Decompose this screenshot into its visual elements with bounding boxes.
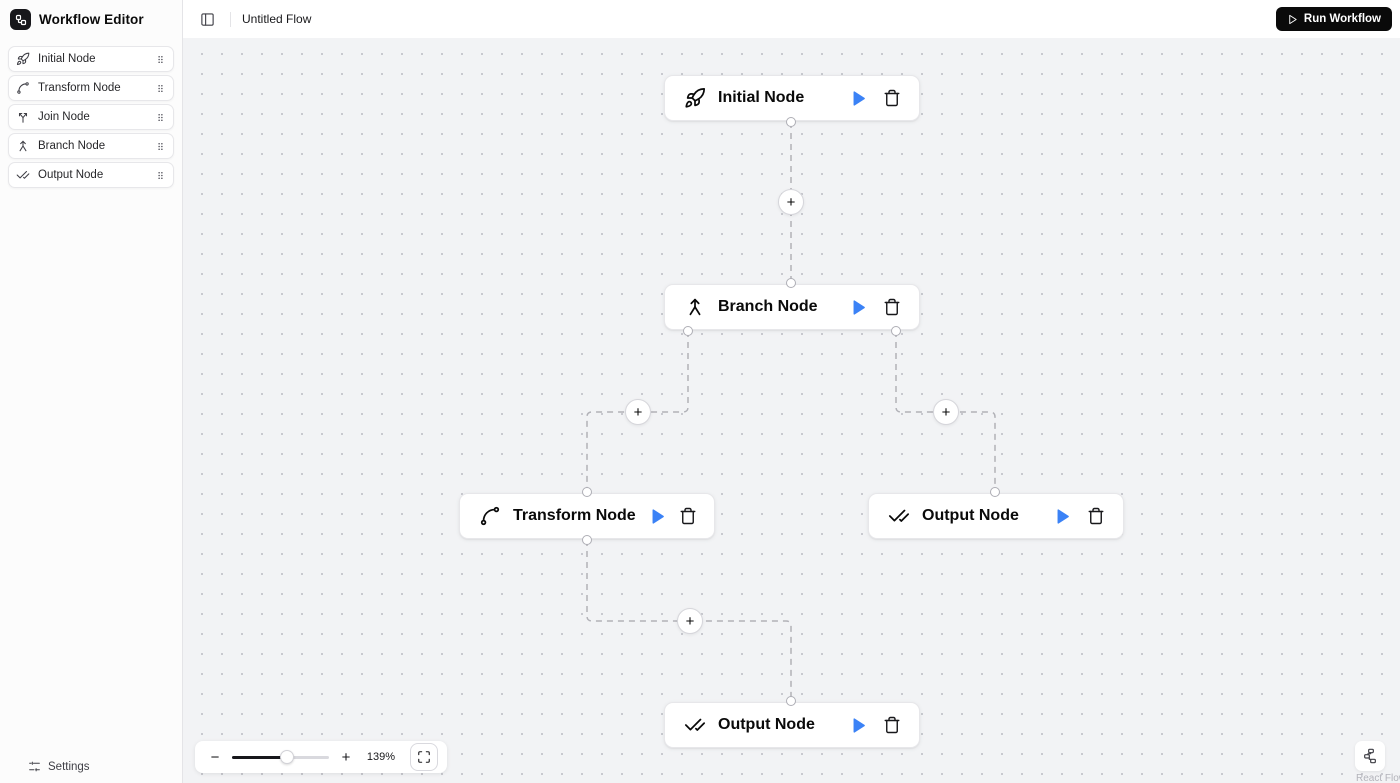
trash-icon	[884, 89, 900, 107]
handle-transform-target[interactable]	[582, 487, 592, 497]
flow-node-transform[interactable]: Transform Node	[459, 493, 715, 539]
add-node-button-edge-branch-output1[interactable]: +	[933, 399, 959, 425]
node-run-button[interactable]	[648, 505, 667, 527]
node-label: Output Node	[718, 716, 815, 733]
node-delete-button[interactable]	[881, 296, 903, 318]
node-label: Initial Node	[718, 89, 805, 106]
run-workflow-button[interactable]: Run Workflow	[1275, 7, 1392, 31]
run-workflow-label: Run Workflow	[1303, 13, 1381, 25]
zoom-slider-fill	[232, 755, 288, 759]
node-delete-button[interactable]	[881, 87, 903, 109]
branch-icon	[16, 139, 30, 153]
trash-icon	[1088, 507, 1104, 525]
play-icon	[853, 299, 865, 315]
zoom-slider[interactable]	[232, 750, 329, 764]
node-run-button[interactable]	[847, 296, 869, 318]
flow-node-output-1[interactable]: Output Node	[868, 493, 1124, 539]
palette-item-join-node[interactable]: Join Node	[8, 104, 174, 130]
merge-icon	[16, 110, 30, 124]
add-node-button-edge-initial-branch[interactable]: +	[778, 189, 804, 215]
zoom-controls: − + 139%	[195, 741, 447, 773]
sidebar: Workflow Editor Initial Node Transform N…	[0, 0, 183, 783]
flow-node-initial[interactable]: Initial Node	[664, 75, 920, 121]
add-node-button-edge-branch-transform[interactable]: +	[625, 399, 651, 425]
play-icon	[853, 717, 865, 733]
trash-icon	[680, 507, 696, 525]
topbar-divider	[230, 11, 231, 27]
palette-item-label: Branch Node	[38, 140, 106, 152]
panel-left-icon	[200, 12, 214, 26]
trash-icon	[884, 298, 900, 316]
node-run-button[interactable]	[1051, 505, 1073, 527]
sliders-icon	[29, 761, 40, 772]
handle-branch-source-right[interactable]	[891, 326, 901, 336]
rocket-icon	[684, 87, 706, 109]
sidebar-header: Workflow Editor	[0, 0, 182, 39]
node-delete-button[interactable]	[1085, 505, 1107, 527]
palette-item-output-node[interactable]: Output Node	[8, 162, 174, 188]
flow-canvas[interactable]: Initial Node Branch Node Tra	[183, 38, 1400, 783]
palette-item-label: Initial Node	[38, 53, 96, 65]
palette-item-label: Output Node	[38, 169, 104, 181]
flow-name[interactable]: Untitled Flow	[242, 12, 312, 26]
node-run-button[interactable]	[847, 714, 869, 736]
grip-vertical-icon[interactable]	[155, 82, 166, 95]
palette-item-label: Transform Node	[38, 82, 121, 94]
flow-edges	[586, 122, 996, 701]
handle-output-1-target[interactable]	[990, 487, 1000, 497]
node-label: Output Node	[922, 507, 1019, 524]
settings-button[interactable]: Settings	[28, 760, 90, 773]
node-run-button[interactable]	[847, 87, 869, 109]
react-flow-logo-card[interactable]	[1355, 741, 1385, 771]
handle-output-2-target[interactable]	[786, 696, 796, 706]
app-logo	[10, 9, 31, 30]
play-icon	[1289, 14, 1297, 24]
sidebar-toggle-button[interactable]	[195, 7, 219, 31]
play-icon	[853, 90, 865, 106]
node-delete-button[interactable]	[881, 714, 903, 736]
play-icon	[1057, 508, 1069, 524]
palette-item-label: Join Node	[38, 111, 90, 123]
spline-icon	[479, 505, 501, 527]
handle-initial-source[interactable]	[786, 117, 796, 127]
zoom-slider-thumb[interactable]	[280, 750, 295, 764]
check-check-icon	[684, 714, 706, 736]
handle-branch-source-left[interactable]	[683, 326, 693, 336]
check-check-icon	[16, 168, 30, 182]
check-check-icon	[888, 505, 910, 527]
app-title: Workflow Editor	[39, 12, 144, 27]
handle-transform-source[interactable]	[582, 535, 592, 545]
zoom-out-button[interactable]: −	[207, 749, 223, 766]
spline-icon	[16, 81, 30, 95]
play-icon	[652, 508, 664, 524]
node-label: Branch Node	[718, 298, 818, 315]
topbar: Untitled Flow Run Workflow	[183, 0, 1400, 38]
palette-item-branch-node[interactable]: Branch Node	[8, 133, 174, 159]
add-node-button-edge-transform-output2[interactable]: +	[677, 608, 703, 634]
palette-item-transform-node[interactable]: Transform Node	[8, 75, 174, 101]
grip-vertical-icon[interactable]	[155, 169, 166, 182]
flow-node-output-2[interactable]: Output Node	[664, 702, 920, 748]
trash-icon	[884, 716, 900, 734]
workflow-icon	[15, 14, 26, 25]
branch-icon	[684, 296, 706, 318]
zoom-level: 139%	[366, 751, 396, 763]
palette-item-initial-node[interactable]: Initial Node	[8, 46, 174, 72]
grip-vertical-icon[interactable]	[155, 53, 166, 66]
grip-vertical-icon[interactable]	[155, 111, 166, 124]
flow-node-branch[interactable]: Branch Node	[664, 284, 920, 330]
fit-view-button[interactable]	[410, 743, 438, 771]
node-label: Transform Node	[513, 507, 636, 524]
maximize-icon	[418, 751, 430, 763]
settings-label: Settings	[48, 760, 90, 773]
handle-branch-target[interactable]	[786, 278, 796, 288]
node-delete-button[interactable]	[679, 505, 698, 527]
react-flow-logo-icon	[1364, 748, 1376, 764]
node-palette: Initial Node Transform Node Join Node	[0, 39, 182, 195]
zoom-in-button[interactable]: +	[338, 749, 354, 766]
rocket-icon	[16, 52, 30, 66]
grip-vertical-icon[interactable]	[155, 140, 166, 153]
react-flow-attribution[interactable]: React Flow	[1355, 773, 1400, 783]
